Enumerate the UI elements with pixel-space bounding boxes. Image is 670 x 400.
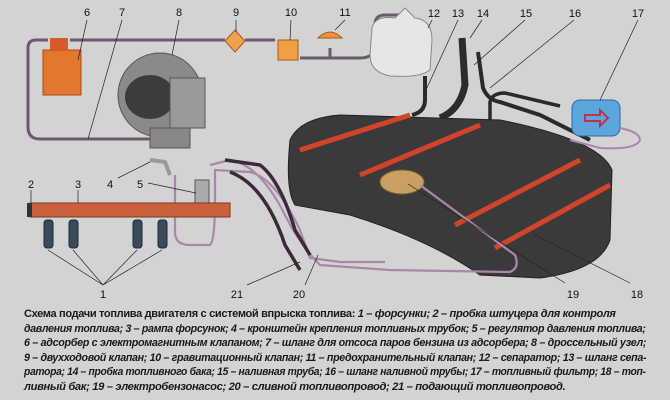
callout-18: 18 [631,289,643,301]
caption-line: ливный бак; 19 – электробензонасос; 20 –… [24,380,566,393]
filter-hose [488,91,561,125]
dark-fuel-hose [224,158,312,271]
figure-caption: Схема подачи топлива двигателя с системо… [24,307,654,395]
fuel-tank [287,114,613,279]
callout-16: 16 [569,8,581,20]
fuel-rail [29,202,231,218]
fuel-pump [379,169,425,195]
callout-13: 13 [452,8,464,20]
callout-12: 12 [428,8,440,20]
caption-line: давления топлива; 3 – рампа форсунок; 4 … [24,322,646,335]
caption-line: ратора; 14 – пробка топливного бака; 15 … [24,366,646,379]
two-way-valve [224,29,246,53]
separator-hose [411,76,427,117]
separator [369,7,433,77]
rail-plug [27,203,32,217]
vapor-hose [26,13,400,141]
caption-line: Схема подачи топлива двигателя с системо… [24,307,646,322]
caption-text: 1 – форсунки; 2 – пробка штуцера для кон… [355,308,616,320]
throttle-body [117,52,206,149]
callout-4: 4 [107,179,113,191]
callout-2: 2 [28,179,34,191]
tank-stripes [299,112,612,251]
fuel-filter [571,99,621,137]
callout-3: 3 [75,179,81,191]
callout-1: 1 [100,289,106,301]
callout-19: 19 [567,289,579,301]
pipe-bracket [149,158,172,176]
callout-7: 7 [119,7,125,19]
caption-line: 9 – двухходовой клапан; 10 – гравитацион… [24,351,647,364]
callout-20: 20 [293,289,305,301]
fuel-system-diagram: 1 2 3 4 5 6 7 8 9 10 11 12 13 14 15 16 1… [26,7,644,301]
callout-15: 15 [520,8,532,20]
leader-lines [30,19,639,286]
callout-8: 8 [176,7,182,19]
callout-5: 5 [137,179,143,191]
callout-17: 17 [632,8,644,20]
filter-outlet-line [569,127,642,150]
callout-14: 14 [477,8,489,20]
callout-10: 10 [285,7,297,19]
callout-11: 11 [339,7,350,19]
callout-numbers: 1 2 3 4 5 6 7 8 9 10 11 12 13 14 15 16 1… [28,7,644,301]
callout-6: 6 [84,7,90,19]
safety-valve [316,31,344,39]
adsorber-valve [50,38,68,50]
callout-9: 9 [233,7,239,19]
caption-title: Схема подачи топлива двигателя с системо… [24,308,356,320]
gravity-valve [277,39,299,61]
filler-pipe [438,37,469,122]
injectors [43,219,168,249]
callout-21: 21 [231,289,243,301]
adsorber [42,49,82,96]
caption-line: 6 – адсорбер с электромагнитным клапаном… [24,337,647,350]
